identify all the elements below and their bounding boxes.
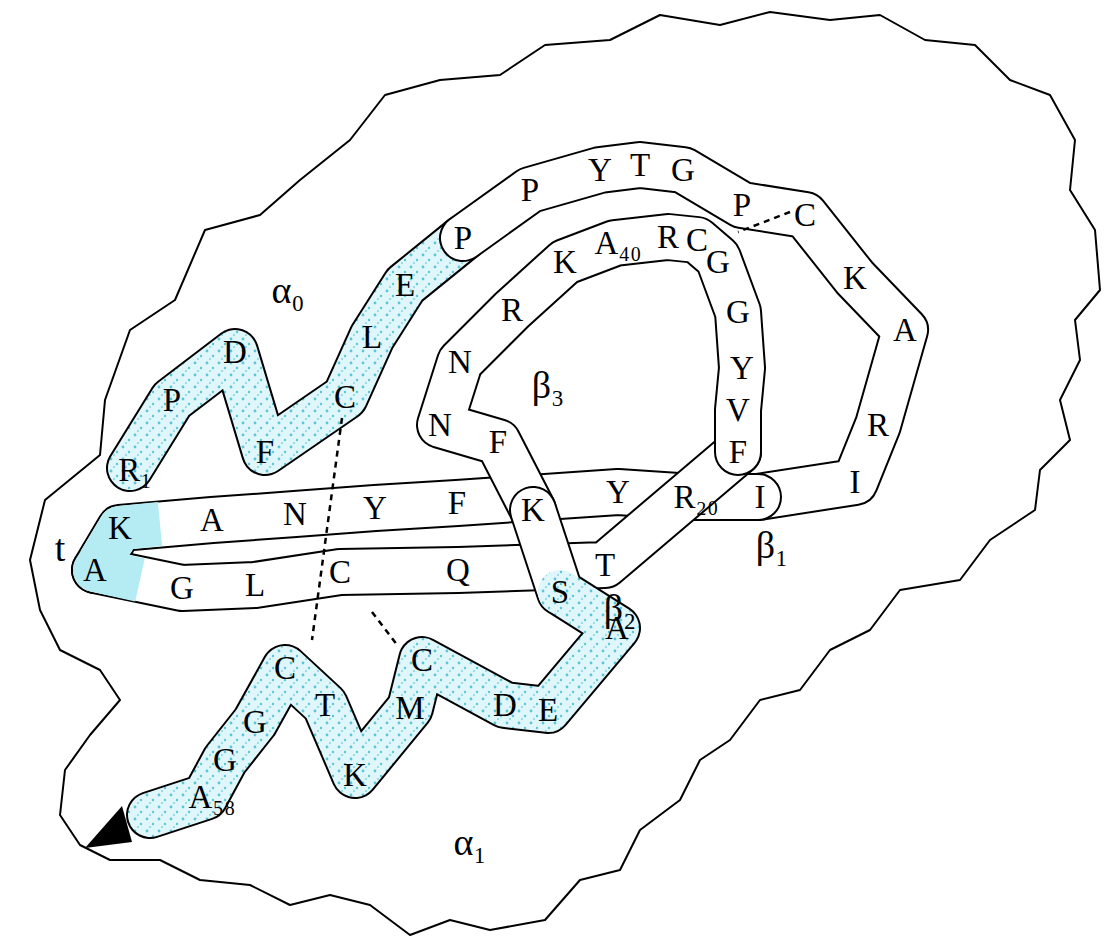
disulfide-bond <box>312 418 342 640</box>
residue-letter: Y <box>363 492 387 525</box>
residue-letter: I <box>850 466 861 499</box>
residue-letter: N <box>448 346 472 379</box>
structure-label: β₂ <box>604 589 637 627</box>
residue-letter: A <box>200 504 224 537</box>
residue-letter: G <box>706 246 730 279</box>
residue-letter: F <box>256 436 274 469</box>
residue-letter: P <box>454 222 472 255</box>
residue-letter: S <box>551 576 569 609</box>
residue-letter: D <box>493 689 517 722</box>
residue-letter: K <box>108 512 132 545</box>
residue-letter: V <box>726 394 750 427</box>
ribbon-fill <box>440 237 742 510</box>
residue-letter: C <box>274 652 296 685</box>
residue-letter: L <box>362 321 382 354</box>
molecular-surface <box>30 12 1100 935</box>
residue-letter: T <box>630 149 650 182</box>
ribbon-border <box>130 238 463 468</box>
ribbon-border <box>95 452 738 588</box>
ribbon-fill <box>150 592 617 815</box>
ribbon-border <box>150 510 617 815</box>
residue-letter: D <box>223 336 247 369</box>
residue-letter: T <box>595 549 615 582</box>
residue-letter: A <box>83 554 107 587</box>
residue-letter: E <box>395 269 415 302</box>
residue-letter: G <box>243 706 267 739</box>
ribbon <box>95 165 905 815</box>
residue-letter: N <box>428 409 452 442</box>
residue-letter: F <box>489 426 507 459</box>
residue-letter: P <box>733 189 751 222</box>
disulfide-bond <box>372 612 398 646</box>
residue-letter: K <box>843 262 867 295</box>
residue-letter: C <box>794 199 816 232</box>
residue-letter: G <box>671 154 695 187</box>
residue-letter: A₅₈ <box>189 781 236 814</box>
residue-letter: P <box>521 174 539 207</box>
residue-letter: A₄₀ <box>595 227 642 260</box>
residue-letter: K <box>553 246 577 279</box>
residue-letter: R₁ <box>118 454 152 487</box>
residue-letter: R₂₀ <box>673 481 718 514</box>
structure-label: α₁ <box>453 823 486 861</box>
residue-letter: Y <box>730 352 754 385</box>
residue-letter: R <box>867 409 889 442</box>
ribbon-fill <box>130 238 463 468</box>
residue-letter: A <box>893 314 917 347</box>
residue-letter: L <box>245 569 265 602</box>
residue-letter: G <box>170 572 194 605</box>
residue-letter: R <box>657 221 679 254</box>
residue-letter: K <box>343 759 367 792</box>
ribbon-border <box>440 237 742 510</box>
residue-letter: C <box>334 381 356 414</box>
structure-label: β₃ <box>532 366 565 404</box>
ribbon-fill <box>95 452 738 588</box>
disulfide-bonds <box>312 212 790 646</box>
structure-label: β₁ <box>756 526 789 564</box>
residue-letter: P <box>163 384 181 417</box>
structure-label: α₀ <box>271 271 304 309</box>
residue-letter: R <box>501 294 523 327</box>
residue-letter: F <box>448 487 466 520</box>
residue-letter: C <box>686 224 708 257</box>
residue-letter: N <box>283 498 307 531</box>
residue-letter: Y <box>588 154 612 187</box>
residue-letter: F <box>729 436 747 469</box>
residue-letter: Q <box>446 554 470 587</box>
residue-letter: K <box>521 494 545 527</box>
residue-letter: E <box>538 694 558 727</box>
c-terminus-arrow <box>85 806 132 848</box>
residue-letter: G <box>213 744 237 777</box>
residue-letter: G <box>726 296 750 329</box>
residue-letter: Y <box>606 476 630 509</box>
residue-letter: M <box>395 692 424 725</box>
residue-letter: C <box>411 644 433 677</box>
structure-label: t <box>55 529 66 567</box>
residue-letter: I <box>755 481 766 514</box>
residue-letter: C <box>329 556 351 589</box>
residue-letter: T <box>315 689 335 722</box>
